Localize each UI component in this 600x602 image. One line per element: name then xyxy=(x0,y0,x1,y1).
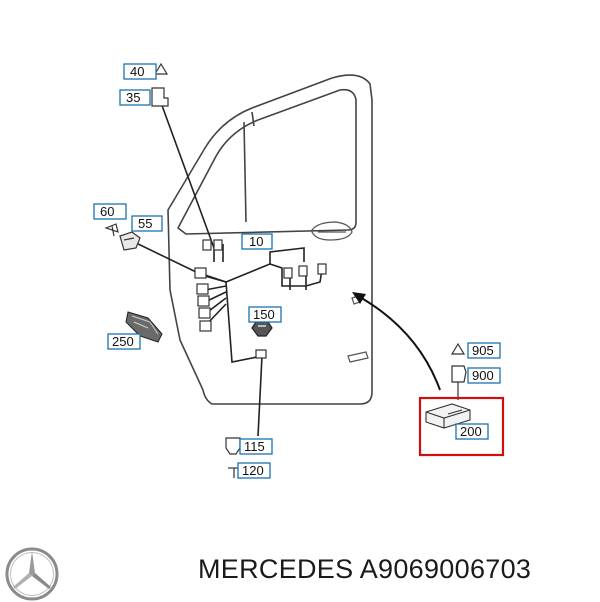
door-handle-inner xyxy=(347,295,369,363)
callout-200: 200 xyxy=(455,423,489,440)
connector-plugs xyxy=(194,239,327,359)
svg-text:900: 900 xyxy=(472,368,494,383)
callout-55: 55 xyxy=(131,215,163,232)
callout-115: 115 xyxy=(239,438,273,455)
callout-40: 40 xyxy=(123,63,157,80)
door-outline xyxy=(167,74,373,405)
clip-60-icon xyxy=(104,223,119,237)
clip-40-icon xyxy=(153,62,169,75)
svg-text:60: 60 xyxy=(100,204,114,219)
arrow-to-module xyxy=(357,295,441,391)
product-caption: MERCEDES A9069006703 xyxy=(198,554,531,585)
part-number: A9069006703 xyxy=(359,554,532,584)
highlight-frame xyxy=(418,396,505,457)
callout-150: 150 xyxy=(248,306,282,323)
wiring-harness xyxy=(133,99,323,437)
svg-text:55: 55 xyxy=(138,216,152,231)
callout-10: 10 xyxy=(241,233,273,250)
brand-name: MERCEDES xyxy=(198,554,354,584)
callout-905: 905 xyxy=(467,342,501,359)
arrow-head-icon xyxy=(352,292,366,304)
callout-250: 250 xyxy=(107,333,141,350)
svg-text:905: 905 xyxy=(472,343,494,358)
mercedes-star-logo-icon xyxy=(5,547,59,601)
svg-text:150: 150 xyxy=(253,307,275,322)
svg-text:115: 115 xyxy=(244,439,265,454)
connector-35-icon xyxy=(151,87,169,107)
clip-905-icon xyxy=(450,342,466,355)
svg-text:10: 10 xyxy=(249,234,263,249)
svg-text:35: 35 xyxy=(126,90,140,105)
svg-text:200: 200 xyxy=(460,424,482,439)
connector-115-icon xyxy=(225,437,241,455)
callout-60: 60 xyxy=(93,203,127,220)
door-control-module-icon xyxy=(425,403,471,429)
cable-sleeve-250-icon xyxy=(125,311,163,343)
svg-text:250: 250 xyxy=(112,334,134,349)
svg-text:120: 120 xyxy=(242,463,264,478)
product-footer: MERCEDES A9069006703 xyxy=(0,540,600,601)
door-handle-outer xyxy=(311,221,353,241)
callout-120: 120 xyxy=(237,462,271,479)
callout-900: 900 xyxy=(467,367,501,384)
clip-150-icon xyxy=(251,321,273,337)
grommet-55-icon xyxy=(119,231,141,251)
svg-text:40: 40 xyxy=(130,64,144,79)
callout-35: 35 xyxy=(119,89,151,106)
connector-900-icon xyxy=(451,365,467,383)
